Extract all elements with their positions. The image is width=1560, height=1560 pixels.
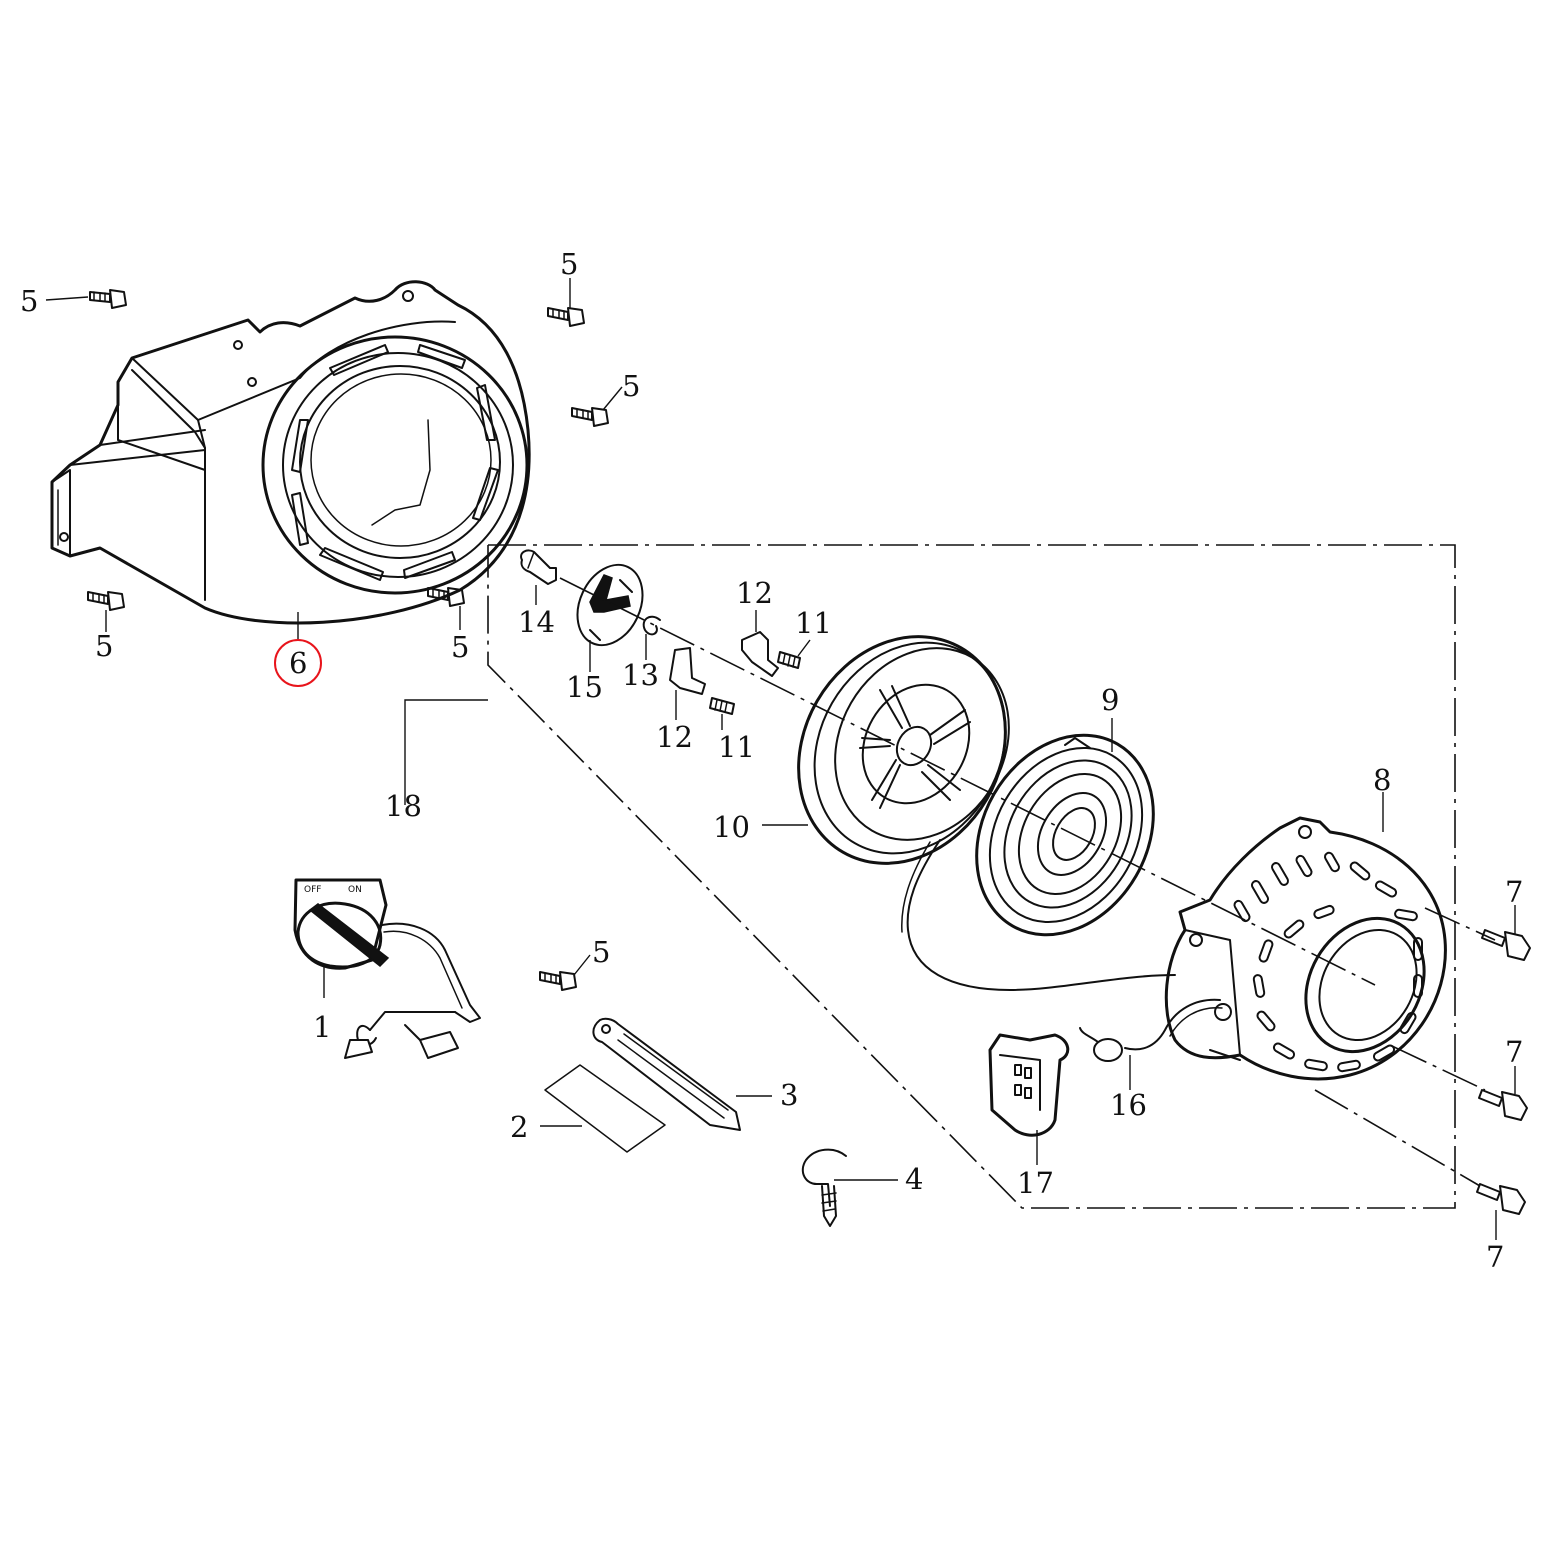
callout-5: 5	[592, 935, 610, 969]
callout-13: 13	[622, 658, 659, 692]
starter-rope-16	[1079, 998, 1223, 1090]
highlight-circle	[274, 639, 322, 687]
callout-1: 1	[313, 1010, 331, 1044]
pawl-12-upper	[741, 610, 779, 677]
callout-3: 3	[780, 1078, 798, 1112]
bolt-5-top-left	[45, 289, 127, 309]
switch-off-label: OFF	[304, 885, 321, 895]
callout-6: 6	[289, 646, 307, 680]
bolt-5-bottom-right	[427, 587, 465, 630]
starter-handle-17	[988, 1033, 1070, 1165]
callout-2: 2	[510, 1110, 528, 1144]
callout-15: 15	[566, 670, 603, 704]
bolt-7-middle	[1391, 1045, 1528, 1121]
callout-5: 5	[95, 629, 113, 663]
callout-11: 11	[795, 606, 832, 640]
switch-on-label: ON	[348, 885, 362, 895]
callout-7: 7	[1505, 875, 1523, 909]
label-sheet-2	[540, 1064, 666, 1153]
spring-11-lower	[709, 697, 735, 730]
callout-8: 8	[1373, 763, 1391, 797]
callout-11: 11	[718, 730, 755, 764]
ratchet-15	[576, 563, 644, 672]
bolt-5-top-center	[547, 278, 585, 327]
spring-11-upper	[777, 639, 811, 669]
clip-13	[642, 615, 661, 660]
callout-labels: 5 5 5 5 5 5 6 14 15 13 12 11 12 11 9 18 …	[20, 247, 1523, 1274]
callout-18: 18	[385, 789, 422, 823]
recoil-spring-9	[975, 718, 1155, 937]
callout-5: 5	[20, 284, 38, 318]
hook-screw-4	[801, 1148, 898, 1227]
callout-12: 12	[656, 720, 693, 754]
callout-12: 12	[736, 576, 773, 610]
bolt-7-top	[1424, 905, 1531, 961]
engine-switch-1: OFF ON	[293, 878, 481, 1059]
callout-5: 5	[451, 630, 469, 664]
callout-5: 5	[560, 247, 578, 281]
callout-14: 14	[518, 605, 555, 639]
rope-pulley-10	[762, 635, 1176, 991]
bolt-5-lower	[539, 954, 591, 991]
pawl-12-lower	[669, 647, 706, 720]
bolt-5-bottom-left	[87, 591, 125, 632]
callout-7: 7	[1505, 1035, 1523, 1069]
pin-bolt-14	[520, 549, 557, 605]
callout-16: 16	[1110, 1088, 1147, 1122]
callout-17: 17	[1017, 1166, 1054, 1200]
callout-10: 10	[713, 810, 750, 844]
starter-case-8	[1164, 792, 1447, 1081]
bolt-7-bottom	[1314, 1089, 1526, 1240]
bracket-bar-3	[592, 1017, 772, 1131]
fan-cover-housing	[50, 280, 531, 625]
bolt-5-right	[571, 386, 623, 427]
callout-4: 4	[905, 1162, 923, 1196]
callout-5: 5	[622, 369, 640, 403]
callout-7: 7	[1486, 1240, 1504, 1274]
callout-9: 9	[1101, 683, 1119, 717]
recoil-starter-assembly-box	[404, 544, 1456, 1209]
